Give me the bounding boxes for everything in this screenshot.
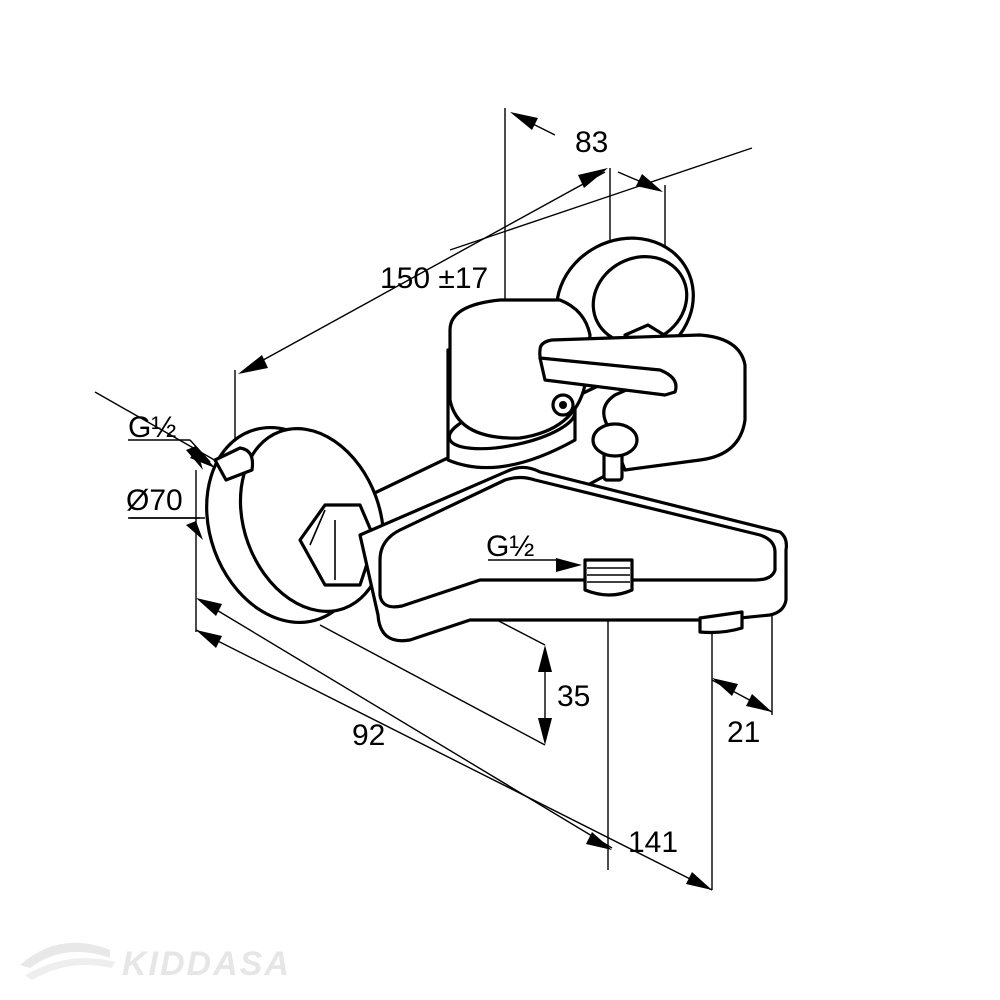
dim-outlet-thread-label: G½ (486, 530, 534, 563)
lever-grip (538, 356, 678, 397)
dim-141-label: 141 (628, 826, 678, 859)
watermark-text: KIDDASA (122, 945, 291, 983)
watermark: KIDDASA (20, 942, 291, 983)
watermark-wave-icon-2 (25, 958, 115, 980)
dim-35-label: 35 (557, 680, 590, 713)
spout-outlet (698, 610, 744, 635)
dim-diameter-label: Ø70 (126, 484, 183, 517)
dim-inlet-thread-label: G½ (128, 411, 176, 444)
watermark-wave-icon (20, 942, 110, 968)
dim-92-label: 92 (352, 719, 385, 752)
dimension-labels: 83 150 ±17 G½ Ø70 G½ 35 92 21 141 (126, 126, 760, 859)
dim-21-label: 21 (727, 716, 760, 749)
diverter-knob (591, 422, 639, 482)
dim-83-label: 83 (575, 126, 608, 159)
spout-top-recess (378, 475, 777, 609)
faucet-body (205, 236, 788, 643)
dim-150-label: 150 ±17 (380, 262, 488, 295)
threaded-outlet (583, 558, 634, 597)
dimension-lines (128, 112, 773, 891)
